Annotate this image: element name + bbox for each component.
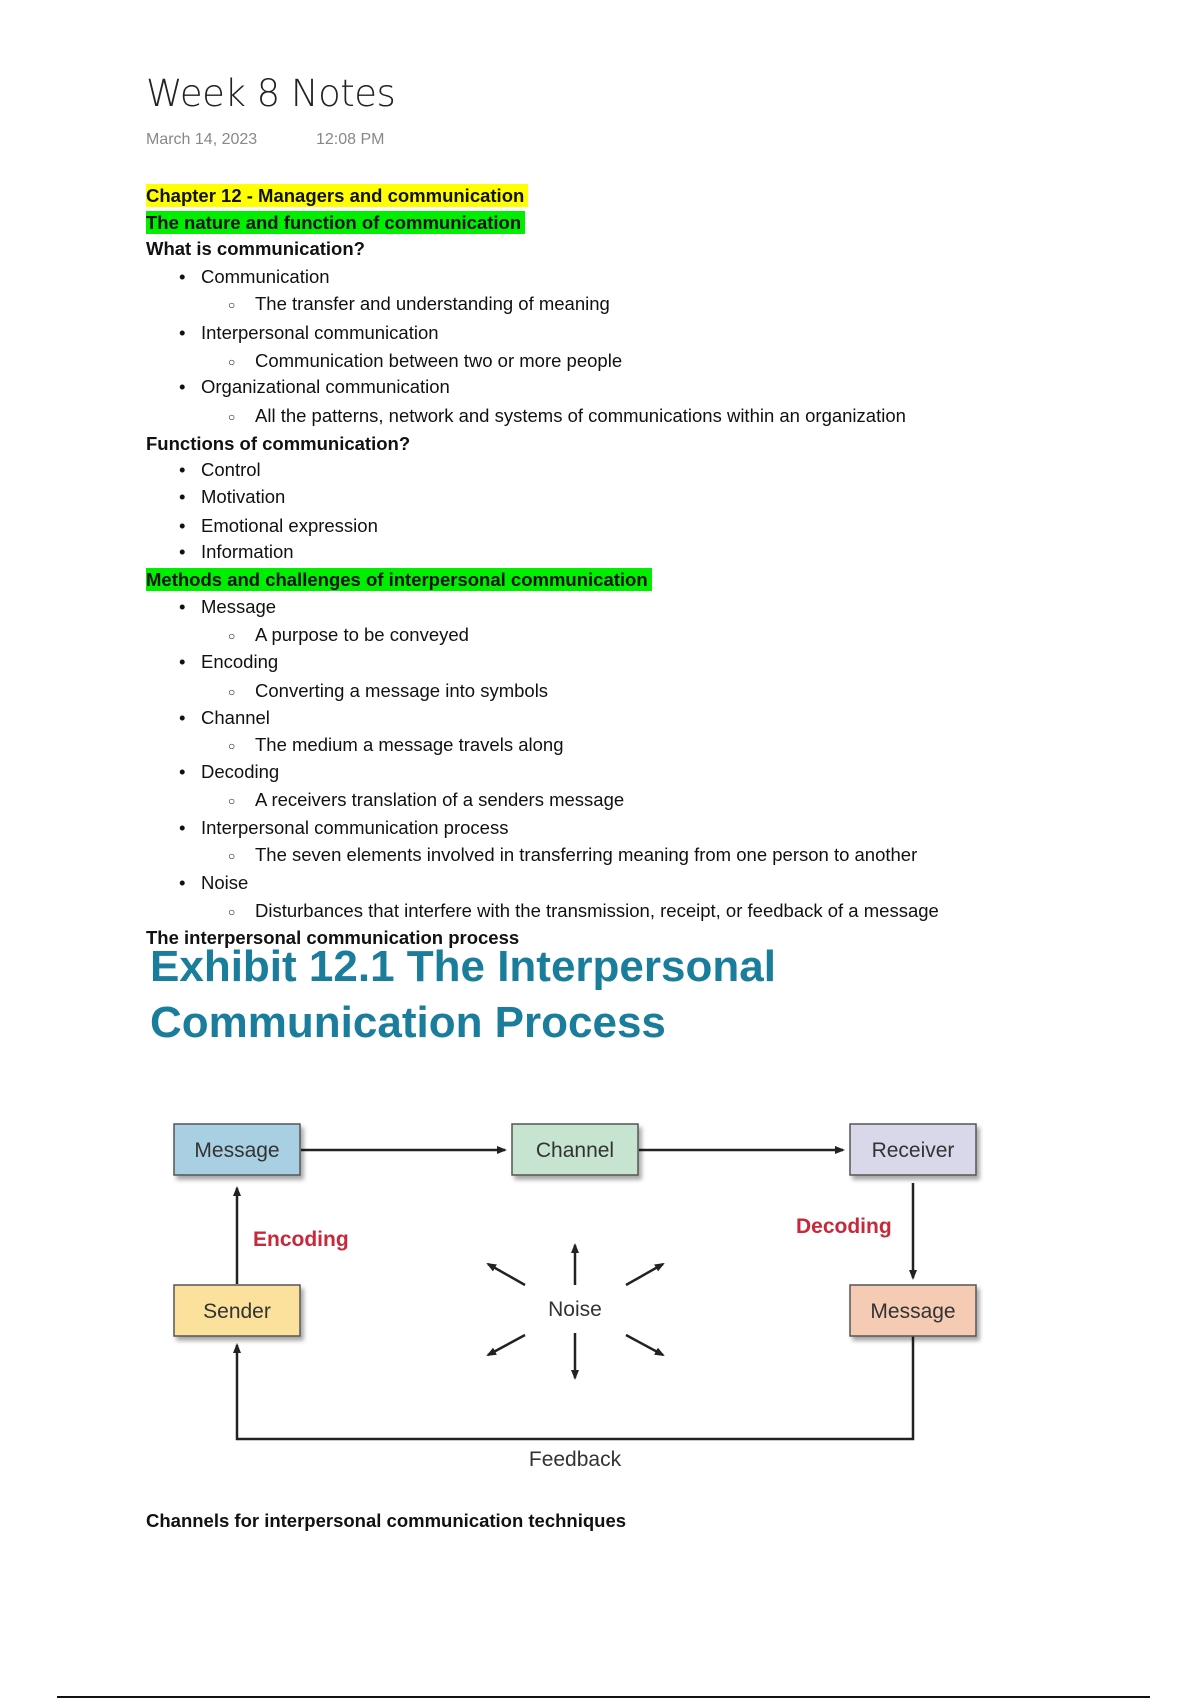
bullet-item: Channel — [179, 706, 270, 730]
bullet-item: Interpersonal communication — [179, 321, 439, 345]
note-text: The transfer and understanding of meanin… — [255, 293, 610, 314]
note-text: Decoding — [201, 761, 280, 782]
sub-bullet-item: Disturbances that interfere with the tra… — [228, 899, 939, 924]
bullet-item: Message — [179, 595, 276, 619]
page-time: 12:08 PM — [316, 131, 385, 148]
feedback-label: Feedback — [529, 1448, 622, 1471]
sub-bullet-item: All the patterns, network and systems of… — [228, 404, 906, 429]
note-text: Functions of communication? — [146, 433, 411, 454]
note-text: The interpersonal communication process — [146, 927, 520, 948]
sub-bullet-item: The transfer and understanding of meanin… — [228, 292, 610, 317]
box-sender: Sender — [173, 1284, 301, 1337]
note-heading: What is communication? — [146, 237, 365, 261]
box-label: Message — [870, 1300, 955, 1323]
note-text: Channel — [201, 707, 270, 728]
note-heading: The nature and function of communication — [146, 211, 526, 235]
bullet-item: Information — [179, 540, 294, 564]
bullet-item: Interpersonal communication process — [179, 816, 508, 840]
exhibit-title-line2: Communication Process — [150, 998, 666, 1047]
box-label: Sender — [203, 1300, 271, 1323]
note-text: Organizational communication — [201, 376, 450, 397]
sub-bullet-item: The medium a message travels along — [228, 733, 564, 758]
page-bottom-rule — [57, 1696, 1150, 1698]
bullet-item: Organizational communication — [179, 375, 450, 399]
note-text: Communication between two or more people — [255, 350, 623, 371]
bullet-item: Communication — [179, 265, 330, 289]
note-text: Emotional expression — [201, 515, 378, 536]
note-text: Interpersonal communication process — [201, 817, 509, 838]
bullet-item: Emotional expression — [179, 514, 378, 538]
exhibit-title-line1: Exhibit 12.1 The Interpersonal — [150, 942, 776, 991]
note-text: Noise — [201, 872, 249, 893]
note-text: Converting a message into symbols — [255, 680, 549, 701]
note-text: Motivation — [201, 486, 286, 507]
bullet-item: Control — [179, 458, 261, 482]
noise-arrows-icon — [486, 1243, 665, 1380]
box-label: Receiver — [872, 1139, 955, 1162]
note-heading: The interpersonal communication process — [146, 926, 519, 950]
sub-bullet-item: Communication between two or more people — [228, 349, 623, 374]
channels-heading: Channels for interpersonal communication… — [146, 1510, 627, 1531]
note-text: Chapter 12 - Managers and communication — [146, 184, 529, 207]
box-channel: Channel — [511, 1123, 639, 1176]
box-message-top: Message — [173, 1123, 301, 1176]
note-text: The medium a message travels along — [255, 734, 564, 755]
note-text: Communication — [201, 266, 330, 287]
note-text: Message — [201, 596, 277, 617]
note-text: Methods and challenges of interpersonal … — [146, 568, 652, 591]
note-text: The seven elements involved in transferr… — [255, 844, 918, 865]
encoding-label: Encoding — [253, 1228, 349, 1251]
page-title: Week 8 Notes — [146, 72, 396, 115]
bullet-item: Motivation — [179, 485, 285, 509]
sub-bullet-item: Converting a message into symbols — [228, 679, 549, 704]
note-text: A receivers translation of a senders mes… — [255, 789, 625, 810]
note-text: Information — [201, 541, 294, 562]
decoding-label: Decoding — [796, 1215, 892, 1238]
note-text: Interpersonal communication — [201, 322, 439, 343]
note-text: What is communication? — [146, 238, 365, 259]
bullet-item: Noise — [179, 871, 248, 895]
note-text: Control — [201, 459, 261, 480]
note-heading: Chapter 12 - Managers and communication — [146, 184, 529, 208]
sub-bullet-item: A purpose to be conveyed — [228, 623, 469, 648]
note-text: Encoding — [201, 651, 279, 672]
note-heading: Functions of communication? — [146, 432, 410, 456]
note-text: A purpose to be conveyed — [255, 624, 469, 645]
noise-label: Noise — [548, 1298, 602, 1321]
box-label: Channel — [536, 1139, 614, 1162]
note-text: The nature and function of communication — [146, 211, 526, 234]
box-label: Message — [194, 1139, 279, 1162]
feedback-loop-arrow — [233, 1336, 915, 1441]
sub-bullet-item: A receivers translation of a senders mes… — [228, 788, 625, 813]
box-message-bottom: Message — [849, 1284, 977, 1337]
page-date: March 14, 2023 — [146, 131, 258, 148]
box-receiver: Receiver — [849, 1123, 977, 1176]
sub-bullet-item: The seven elements involved in transferr… — [228, 843, 918, 868]
bullet-item: Encoding — [179, 650, 278, 674]
note-text: Disturbances that interfere with the tra… — [255, 900, 939, 921]
note-heading: Methods and challenges of interpersonal … — [146, 568, 652, 592]
bullet-item: Decoding — [179, 760, 279, 784]
note-text: All the patterns, network and systems of… — [255, 405, 906, 426]
